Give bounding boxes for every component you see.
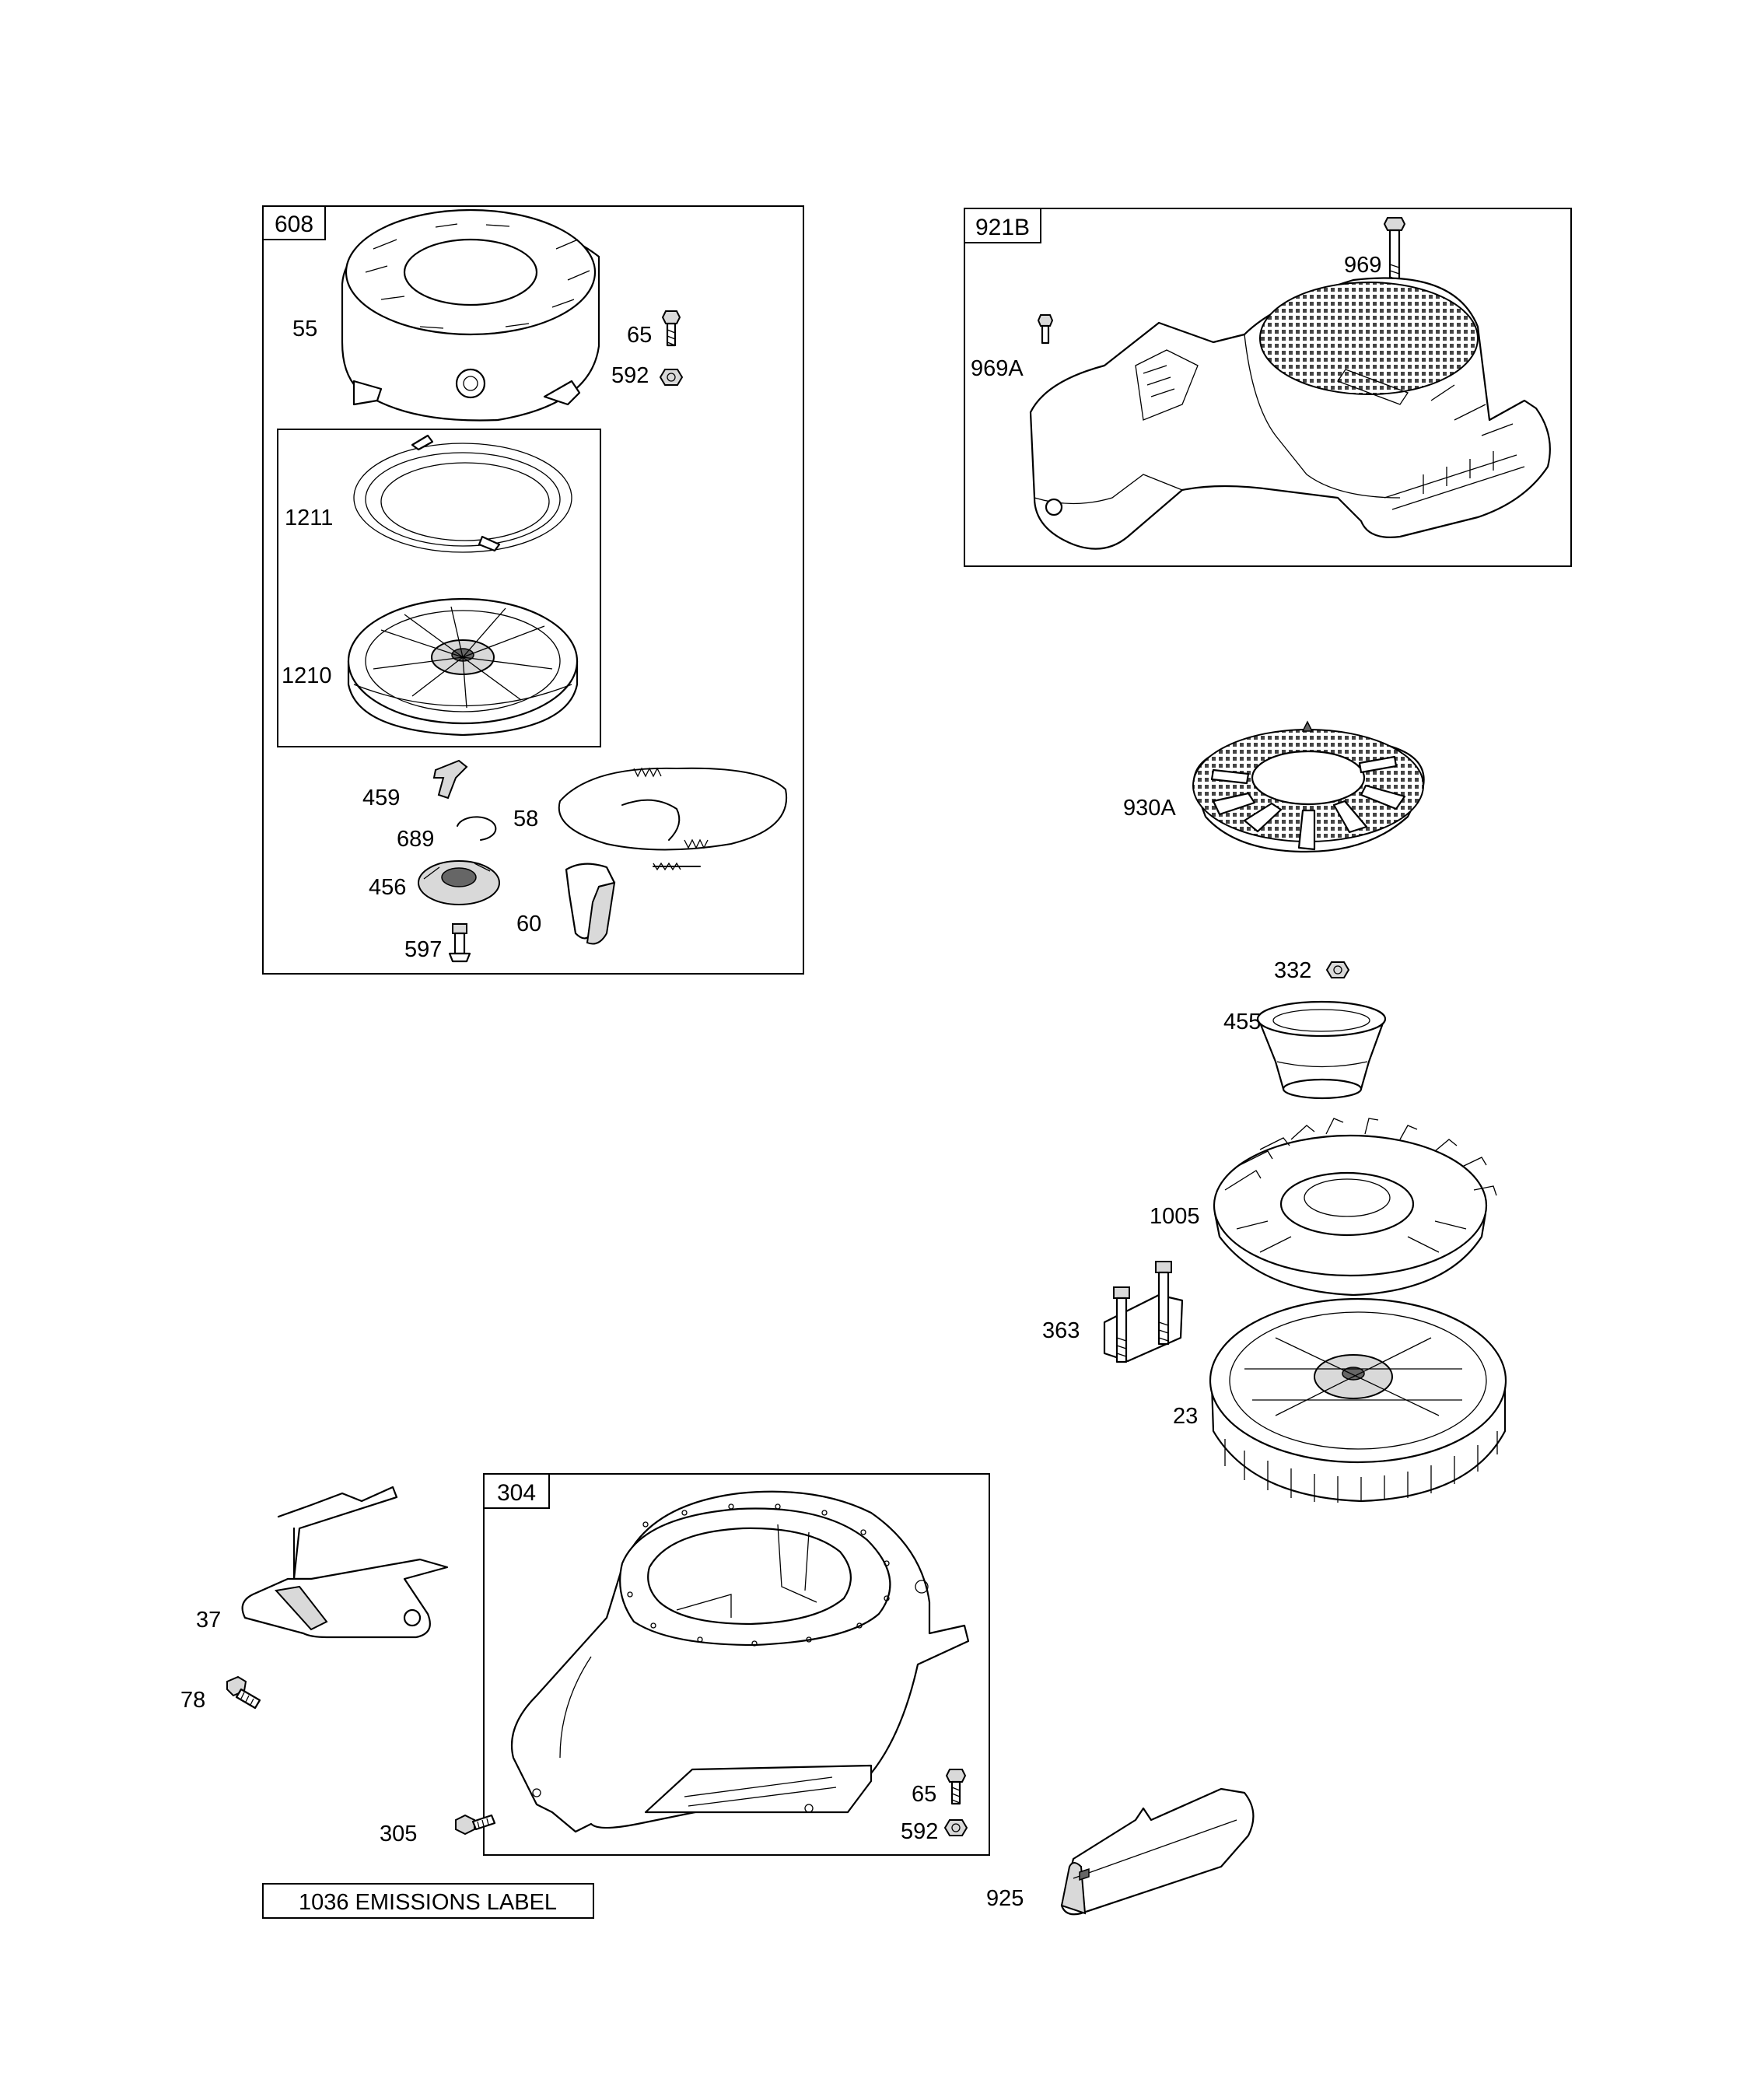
group-304-tag [483, 1473, 550, 1509]
label-78: 78 [180, 1688, 205, 1713]
label-925: 925 [986, 1886, 1024, 1911]
label-455: 455 [1223, 1010, 1261, 1034]
label-689: 689 [397, 827, 434, 852]
group-921b-number: 921B [975, 215, 1030, 240]
label-58: 58 [513, 807, 538, 831]
label-37: 37 [196, 1608, 221, 1633]
screw-597 [448, 923, 471, 963]
flywheel-23 [1209, 1297, 1507, 1503]
label-969a: 969A [971, 356, 1024, 381]
label-60: 60 [516, 912, 541, 936]
bolt-65-lower [945, 1769, 967, 1805]
screw-305 [455, 1814, 496, 1836]
label-1005: 1005 [1150, 1204, 1200, 1229]
label-23: 23 [1173, 1404, 1198, 1429]
nut-332 [1325, 961, 1350, 978]
group-304-frame [483, 1473, 990, 1856]
label-597: 597 [404, 937, 442, 962]
group-921b-frame [964, 208, 1572, 567]
nut-592-lower [943, 1819, 968, 1836]
emissions-label-note: 1036 EMISSIONS LABEL [262, 1883, 594, 1919]
group-921b-tag [964, 208, 1041, 243]
bracket-363 [1103, 1261, 1184, 1363]
group-304-blower-housing: 304 65 592 [483, 1473, 990, 1856]
label-1210: 1210 [282, 663, 332, 688]
label-456: 456 [369, 875, 406, 900]
group-921b-blower-housing: 921B 969 969A [964, 208, 1572, 567]
label-55: 55 [292, 317, 317, 341]
emissions-label-box [262, 1883, 594, 1919]
label-930a: 930A [1123, 796, 1176, 821]
starter-cup-455 [1256, 1000, 1387, 1100]
rotating-screen-930a [1192, 720, 1425, 853]
label-332: 332 [1274, 958, 1311, 983]
air-guide-37 [241, 1486, 449, 1639]
starter-pulley-1210 [347, 597, 579, 737]
label-305: 305 [380, 1822, 417, 1846]
blower-housing-304 [510, 1490, 970, 1833]
label-592-top: 592 [611, 363, 649, 388]
group-608-frame [262, 205, 804, 975]
pawl-459 [432, 759, 468, 800]
bolt-65 [661, 310, 681, 347]
fan-1005 [1213, 1118, 1497, 1297]
emissions-label-text: 1036 EMISSIONS LABEL [299, 1890, 557, 1915]
starter-handle-60 [565, 863, 616, 945]
cover-925 [1060, 1787, 1255, 1916]
retainer-456 [418, 860, 500, 905]
nut-592 [659, 369, 684, 386]
bolt-969a [1037, 314, 1054, 345]
bolt-969 [1383, 217, 1406, 290]
group-608-rewind-starter: 608 55 65 592 [262, 205, 804, 975]
blower-housing-shroud [1029, 277, 1551, 550]
starter-rope-58 [558, 767, 788, 871]
pulley-spring-subgroup-frame [277, 429, 601, 747]
label-969: 969 [1344, 253, 1381, 278]
screw-78 [226, 1675, 261, 1710]
group-608-tag [262, 205, 326, 240]
group-304-number: 304 [497, 1480, 536, 1506]
label-65-lower: 65 [912, 1782, 936, 1807]
label-459: 459 [362, 786, 400, 810]
retainer-ring-689 [457, 816, 497, 841]
label-363: 363 [1042, 1318, 1080, 1343]
rewind-spring-1211 [353, 434, 572, 553]
label-65-top: 65 [627, 323, 652, 348]
label-1211: 1211 [285, 506, 333, 530]
label-592-lower: 592 [901, 1819, 938, 1844]
group-608-number: 608 [275, 212, 313, 237]
starter-housing-55 [341, 208, 600, 422]
